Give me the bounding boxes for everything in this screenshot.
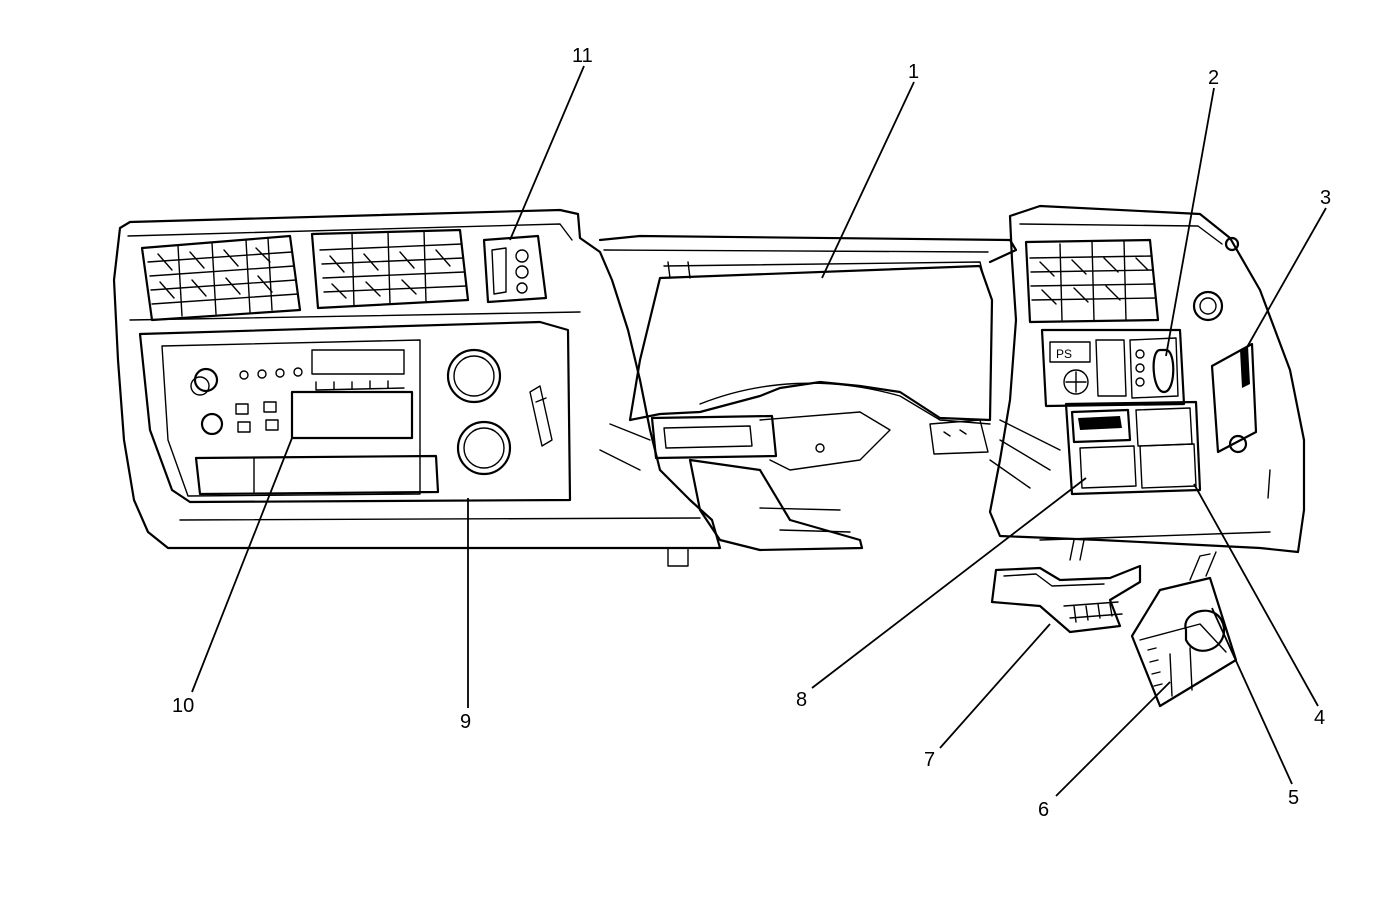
leader-4 <box>1193 483 1319 707</box>
callout-2: 2 <box>1208 67 1219 89</box>
air-vent-left <box>140 234 302 322</box>
leader-11 <box>509 65 585 241</box>
headlamp-switch-cluster <box>482 234 548 304</box>
callout-5: 5 <box>1288 787 1299 809</box>
dash-left-section <box>112 208 722 550</box>
ignition-module <box>1130 551 1238 708</box>
instrument-cluster <box>598 234 1018 567</box>
radio-unit <box>190 349 440 496</box>
leader-7 <box>939 623 1051 749</box>
leader-1 <box>821 81 915 279</box>
callout-6: 6 <box>1038 799 1049 821</box>
leader-8 <box>811 477 1087 689</box>
leader-3 <box>1241 207 1327 357</box>
callout-labels: 1 2 3 4 5 6 7 8 9 10 11 <box>172 45 1331 821</box>
callout-8: 8 <box>796 689 807 711</box>
dash-right-section <box>988 204 1306 554</box>
heater-control-panel <box>446 348 553 476</box>
lower-switch-bay <box>1064 400 1202 496</box>
callout-4: 4 <box>1314 707 1325 729</box>
switch-module <box>990 539 1142 634</box>
leader-6 <box>1055 681 1171 797</box>
side-trim-panel <box>1210 342 1258 454</box>
leader-10 <box>191 437 293 693</box>
callout-3: 3 <box>1320 187 1331 209</box>
leader-5 <box>1211 607 1293 785</box>
callout-11: 11 <box>572 45 593 67</box>
callout-10: 10 <box>172 695 194 717</box>
leader-lines <box>191 65 1327 797</box>
switch-housing: PS <box>1040 328 1186 408</box>
leader-2 <box>1165 87 1215 357</box>
power-steering-indicator-label: PS <box>1056 347 1072 361</box>
air-vent-right <box>1024 238 1160 324</box>
callout-9: 9 <box>460 711 471 733</box>
callout-7: 7 <box>924 749 935 771</box>
callout-1: 1 <box>908 61 919 83</box>
air-vent-center <box>310 228 470 310</box>
